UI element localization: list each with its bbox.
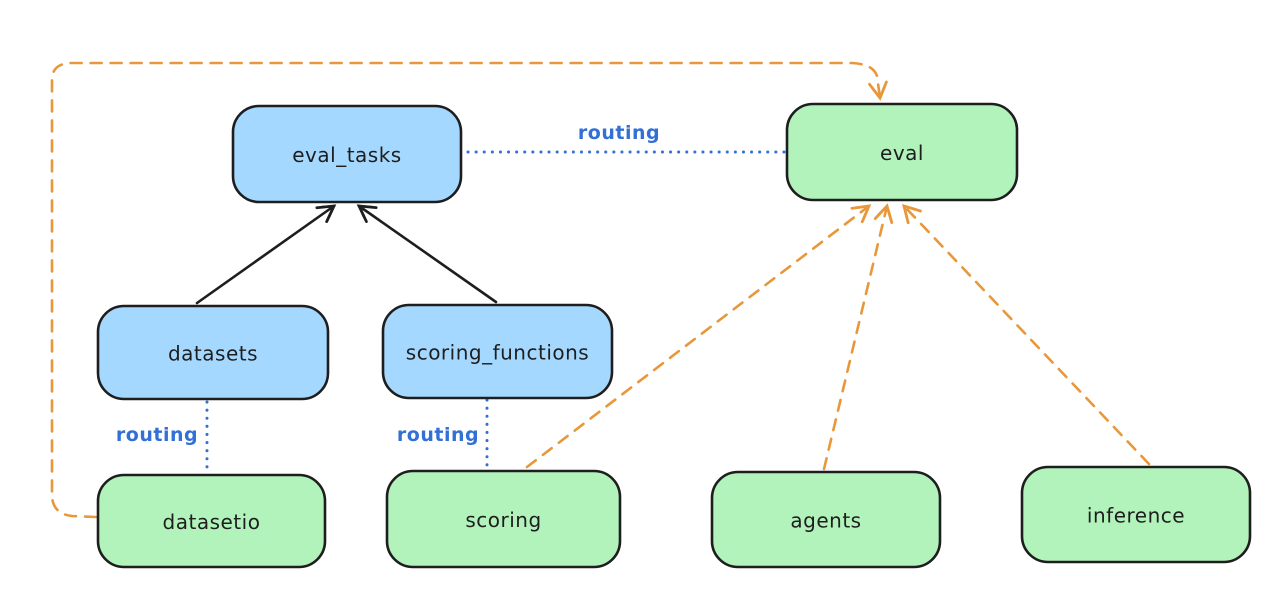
node-label-inference: inference [1087,504,1185,528]
node-box-scoring [385,469,622,569]
edge-inference-to-eval [902,203,1151,466]
node-scoring: scoring [385,469,622,569]
node-inference: inference [1020,465,1252,564]
edge-label-datasets-datasetio-routing: routing [116,424,198,446]
node-box-eval_tasks [231,104,463,204]
edge-scoring_functions-to-eval_tasks [356,204,498,304]
node-label-eval: eval [880,141,924,165]
node-box-inference [1020,465,1252,564]
node-box-datasetio [96,473,327,569]
nodes-layer: eval_tasks eval datasets scoring_functionsd… [96,102,1252,569]
edge-labels-layer: routing routing routing [116,122,660,446]
node-eval: eval [785,102,1019,202]
edge-datasets-to-eval_tasks [195,204,337,305]
edge-label-eval_tasks-eval-routing: routing [578,122,660,144]
edge-datasetio-to-eval-loop [50,61,888,519]
node-label-datasetio: datasetio [163,510,261,534]
edges-layer [50,61,1151,519]
node-eval_tasks: eval_tasks [231,104,463,204]
node-label-datasets: datasets [168,342,258,366]
node-label-eval_tasks: eval_tasks [292,143,401,167]
node-label-agents: agents [790,509,861,533]
edge-agents-to-eval [822,203,894,471]
node-scoring_functions: scoring_functions [381,303,614,400]
node-box-agents [710,470,942,569]
node-box-datasets [96,304,330,401]
node-datasetio: datasetio [96,473,327,569]
node-box-eval [785,102,1019,202]
node-label-scoring_functions: scoring_functions [406,341,589,365]
edge-label-scoring_functions-scoring-routing: routing [397,424,479,446]
node-agents: agents [710,470,942,569]
node-box-scoring_functions [381,303,614,400]
node-datasets: datasets [96,304,330,401]
edge-scoring-to-eval [525,204,872,469]
node-label-scoring: scoring [465,508,541,532]
